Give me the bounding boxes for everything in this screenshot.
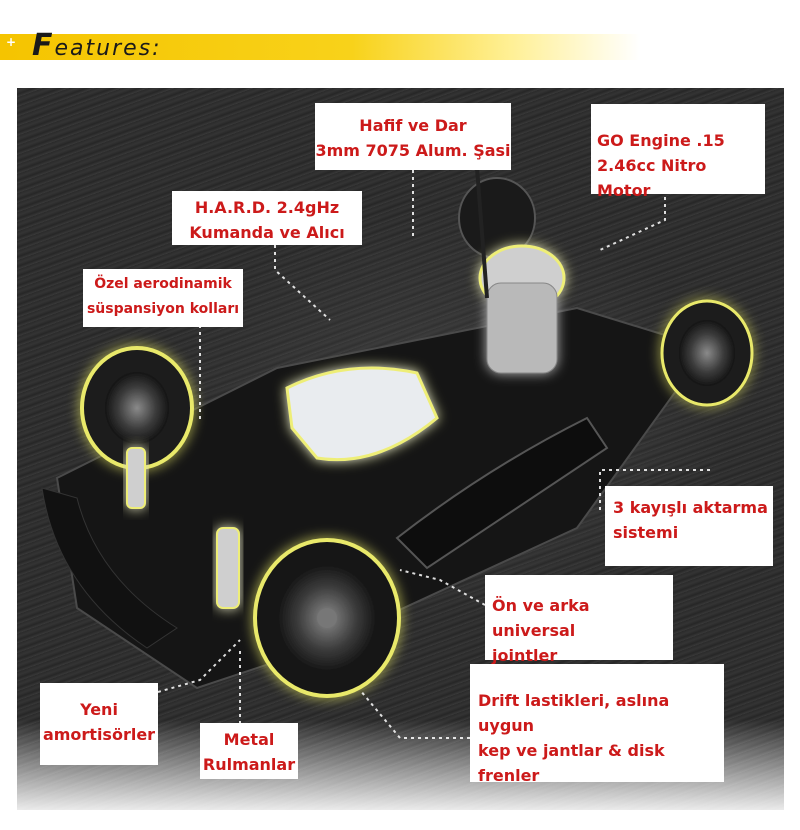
callout-engine-line2: 2.46cc Nitro Motor [597,156,707,200]
callout-chassis-line1: Hafif ve Dar [359,116,467,135]
front-right-wheel [253,538,401,698]
front-shock [216,527,240,609]
callout-shocks: Yeni amortisörler [40,683,158,765]
plus-icon: + [6,35,17,49]
callout-belt: 3 kayışlı aktarma sistemi [605,486,773,566]
callout-tires: Drift lastikleri, aslına uygun kep ve ja… [470,664,724,785]
callout-radio-line2: Kumanda ve Alıcı [189,223,345,242]
side-shock [126,447,146,509]
callout-belt-line2: sistemi [613,523,679,542]
callout-shocks-line2: amortisörler [42,725,156,744]
features-title: Features: [32,31,162,62]
callout-tires-line2: kep ve jantlar & disk frenler [478,741,665,785]
callout-engine-line1: GO Engine .15 [597,131,725,150]
front-left-wheel [80,346,194,470]
engine-block [478,244,566,374]
features-banner: + Features: [0,30,800,64]
callout-shocks-line1: Yeni [80,700,118,719]
callout-bearings-line2: Rulmanlar [202,755,296,774]
antenna [475,167,489,299]
callout-radio-line1: H.A.R.D. 2.4gHz [194,198,340,217]
rear-right-wheel [660,299,754,407]
callout-bearings-line1: Metal [223,730,275,749]
callout-suspension-line2: süspansiyon kolları [86,301,240,317]
callout-joints-line2: jointler [492,646,558,665]
callout-chassis: Hafif ve Dar 3mm 7075 Alum. Şasi [315,103,511,170]
callout-chassis-line2: 3mm 7075 Alum. Şasi [315,141,511,160]
callout-engine: GO Engine .15 2.46cc Nitro Motor [591,104,765,200]
fuel-tank [285,366,439,462]
callout-joints-line1: Ön ve arka universal [492,596,590,640]
title-rest: eatures: [54,36,162,61]
banner-stripe [0,34,640,60]
callout-joints: Ön ve arka universal jointler [485,575,673,665]
rc-car-illustration [41,167,754,698]
front-bumper [41,487,178,649]
callout-suspension-line1: Özel aerodinamik [94,276,232,292]
title-initial: F [32,28,55,63]
callout-radio: H.A.R.D. 2.4gHz Kumanda ve Alıcı [172,191,362,245]
callout-belt-line1: 3 kayışlı aktarma [613,498,768,517]
exhaust-pipe [395,416,609,570]
callout-bearings: Metal Rulmanlar [200,723,298,779]
callout-tires-line1: Drift lastikleri, aslına uygun [478,691,670,735]
callout-suspension: Özel aerodinamik süspansiyon kolları [83,269,243,327]
